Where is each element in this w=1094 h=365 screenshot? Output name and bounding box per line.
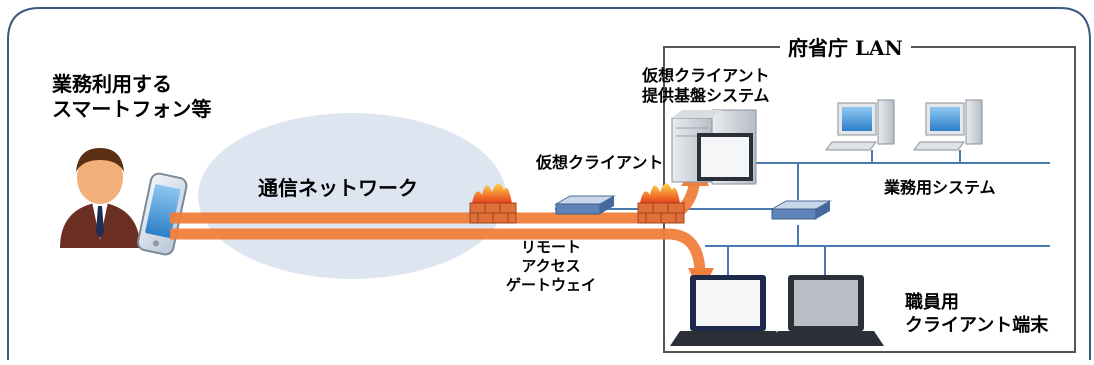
lan-title: 府省庁 LAN — [780, 32, 911, 61]
rag-label-line2: アクセス — [521, 256, 581, 275]
network-label: 通信ネットワーク — [258, 176, 418, 200]
router-icon — [554, 195, 616, 215]
vc-platform-label: 仮想クライアント 提供基盤システム — [642, 66, 770, 106]
vc-platform-label-line1: 仮想クライアント — [642, 66, 770, 85]
laptop-icon — [768, 275, 884, 346]
switch-icon — [770, 200, 832, 220]
staff-label-line2: クライアント端末 — [905, 314, 1049, 336]
staff-label-line1: 職員用 — [905, 292, 959, 313]
business-system-label: 業務用システム — [884, 178, 996, 197]
outer-frame — [7, 7, 1091, 360]
vc-platform-label-line2: 提供基盤システム — [642, 86, 770, 105]
smartphone-label-line2: スマートフォン等 — [52, 97, 212, 121]
rag-label-line3: ゲートウェイ — [506, 275, 597, 294]
rag-label-line1: リモート — [521, 238, 582, 256]
smartphone-label-line1: 業務利用する — [52, 72, 172, 96]
laptop-icon — [670, 275, 786, 346]
virtual-client-label: 仮想クライアント — [536, 153, 664, 172]
staff-client-label: 職員用 クライアント端末 — [905, 292, 1048, 337]
user-icon — [60, 148, 140, 248]
desktop-pc-icon — [913, 99, 983, 151]
firewall-icon — [637, 183, 685, 224]
firewall-icon — [469, 183, 517, 224]
remote-access-gateway-label: リモート アクセス ゲートウェイ — [506, 238, 596, 294]
monitor-icon — [697, 133, 753, 181]
desktop-pc-icon — [825, 99, 895, 151]
smartphone-label: 業務利用する スマートフォン等 — [52, 72, 211, 122]
